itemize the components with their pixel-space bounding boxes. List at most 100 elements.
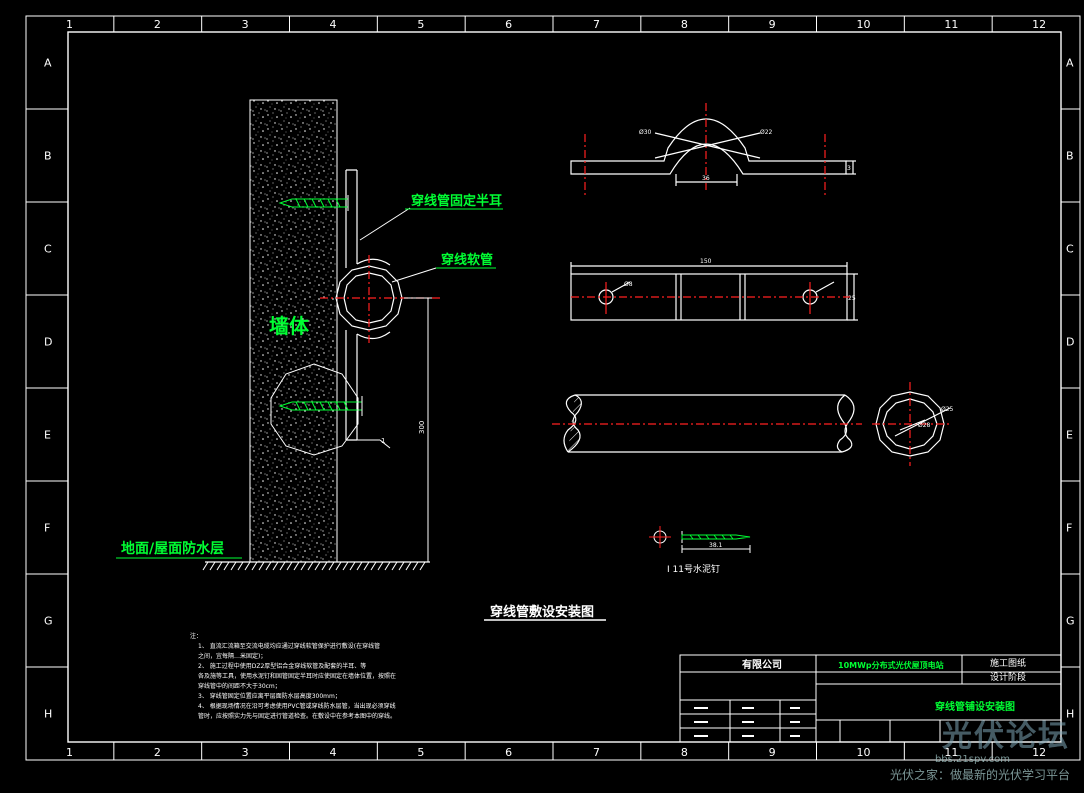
grid-row-left-E: E — [44, 429, 51, 442]
grid-row-left-B: B — [44, 150, 52, 163]
grid-col-top-1: 1 — [66, 18, 73, 31]
note-line: 管时，应按照实力先与固定进行管道检查。在敷设中在参考本图中的穿线。 — [198, 712, 396, 720]
dim-d5: 150 — [700, 258, 712, 265]
grid-col-top-5: 5 — [417, 18, 424, 31]
project-name: 10MWp分布式光伏屋顶电站 — [838, 660, 944, 670]
grid-row-left-H: H — [44, 708, 52, 721]
marker-1: 1 — [381, 437, 385, 445]
title-block-small-marks — [694, 707, 800, 737]
hose-cross-section — [872, 382, 951, 466]
title-block — [679, 654, 1062, 743]
grid-row-right-A: A — [1066, 57, 1074, 70]
grid-col-bottom-6: 6 — [505, 746, 512, 759]
grid-col-bottom-12: 12 — [1032, 746, 1046, 759]
hose-on-wall — [320, 255, 440, 345]
inner-frame — [67, 31, 1062, 743]
grid-row-right-G: G — [1066, 615, 1075, 628]
grid-col-top-8: 8 — [681, 18, 688, 31]
wall-nail-upper — [278, 195, 349, 211]
dim-d7: 25 — [848, 295, 856, 302]
grid-col-top-10: 10 — [857, 18, 871, 31]
company-name: 有限公司 — [742, 658, 782, 671]
hose-leader: 穿线软管 — [391, 252, 496, 283]
grid-row-left-F: F — [44, 522, 50, 535]
note-line: 1、 直流汇流箱至交流电缆均应通过穿线软管保护进行敷设(在穿线管 — [198, 642, 380, 650]
grid-row-left-C: C — [44, 243, 52, 256]
grid-col-bottom-2: 2 — [154, 746, 161, 759]
phase-construction: 施工图纸 — [990, 657, 1026, 669]
wall-section: 墙体 — [249, 99, 338, 563]
dim-d2: Ø22 — [760, 129, 773, 136]
main-drawing-title: 穿线管敷设安装图 — [490, 604, 594, 620]
note-line: 3、 穿线管固定位置应离平层面防水层高度300mm； — [198, 692, 341, 700]
grid-row-left-G: G — [44, 615, 53, 628]
grid-col-top-9: 9 — [769, 18, 776, 31]
dim-d8: Ø25 — [941, 406, 954, 413]
note-line: 注： — [190, 632, 202, 640]
note-line: 4、 根据现场情况在沿可考虑使用PVC管或穿线防水层管，当出现必须穿线 — [198, 702, 396, 710]
outer-frame — [25, 15, 1081, 761]
note-line: 各及施等工具，使用水泥钉和固管固定半耳时应使固定在墙体位置，按照在 — [198, 672, 396, 680]
grid-col-bottom-8: 8 — [681, 746, 688, 759]
half-ear-label: 穿线管固定半耳 — [411, 193, 502, 209]
grid-col-top-3: 3 — [242, 18, 249, 31]
grid-col-top-6: 6 — [505, 18, 512, 31]
nail-head-detail — [270, 363, 359, 456]
grid-col-bottom-4: 4 — [330, 746, 337, 759]
dimension-300-text: 300 — [418, 421, 426, 434]
wall-concrete — [249, 99, 338, 563]
grid-row-right-B: B — [1066, 150, 1074, 163]
watermark-tagline: bbs.21spv.com 光伏之家：做最新的光伏学习平台 — [889, 754, 1070, 783]
half-ear-leader: 穿线管固定半耳 — [359, 193, 503, 241]
wall-nail-lower — [278, 396, 363, 416]
watermark-logo: 光伏论坛 — [942, 719, 1070, 754]
note-line: 穿线管中的间距不大于30cm； — [198, 682, 281, 690]
drawing-title: 穿线管铺设安装图 — [935, 700, 1015, 713]
ground-line — [202, 561, 430, 571]
dim-d9: Ø28 — [918, 422, 931, 429]
nail-detail — [649, 526, 751, 553]
dim-d3: 36 — [702, 175, 710, 182]
wall-label: 墙体 — [269, 314, 310, 338]
grid-row-right-F: F — [1066, 522, 1072, 535]
floor-label-group: 地面/屋面防水层 — [116, 540, 242, 559]
grid-row-right-E: E — [1066, 429, 1073, 442]
half-ear-bracket — [345, 169, 391, 441]
grid-col-bottom-9: 9 — [769, 746, 776, 759]
watermark-url: bbs.21spv.com — [934, 754, 1010, 765]
dimension-300 — [357, 297, 432, 562]
watermark-tagline-text: 光伏之家：做最新的光伏学习平台 — [889, 768, 1070, 782]
dim-d1: Ø30 — [639, 129, 652, 136]
grid-col-bottom-7: 7 — [593, 746, 600, 759]
grid-row-right-H: H — [1066, 708, 1074, 721]
grid-col-bottom-5: 5 — [417, 746, 424, 759]
dim-d10: 38.1 — [709, 542, 723, 549]
hose-label: 穿线软管 — [441, 252, 493, 268]
hose-long-view — [552, 394, 862, 453]
half-ear-plan-view — [570, 262, 858, 321]
floor-label: 地面/屋面防水层 — [121, 540, 224, 557]
grid-col-top-11: 11 — [944, 18, 958, 31]
grid-col-top-4: 4 — [330, 18, 337, 31]
half-ear-side-view — [570, 103, 856, 196]
note-line: 2、 施工过程中使用DZ2厚型铝合金穿线软管及配套的半耳、等 — [198, 662, 366, 670]
notes-block: 注： 1、 直流汇流箱至交流电缆均应通过穿线软管保护进行敷设(在穿线管 之间，宜每… — [190, 632, 396, 720]
grid-col-bottom-1: 1 — [66, 746, 73, 759]
grid-row-right-C: C — [1066, 243, 1074, 256]
grid-row-left-A: A — [44, 57, 52, 70]
grid-col-bottom-3: 3 — [242, 746, 249, 759]
grid-row-left-D: D — [44, 336, 52, 349]
dim-d4: 3 — [847, 165, 851, 172]
dim-d6: Ø8 — [624, 281, 633, 288]
grid-col-top-7: 7 — [593, 18, 600, 31]
nail-label: I 11号水泥钉 — [667, 563, 720, 575]
grid-col-top-2: 2 — [154, 18, 161, 31]
note-line: 之间，宜每隔…米固定)； — [198, 652, 266, 660]
phase-design: 设计阶段 — [990, 671, 1026, 683]
grid-row-right-D: D — [1066, 336, 1074, 349]
grid-col-bottom-11: 11 — [944, 746, 958, 759]
grid-col-bottom-10: 10 — [857, 746, 871, 759]
grid-col-top-12: 12 — [1032, 18, 1046, 31]
